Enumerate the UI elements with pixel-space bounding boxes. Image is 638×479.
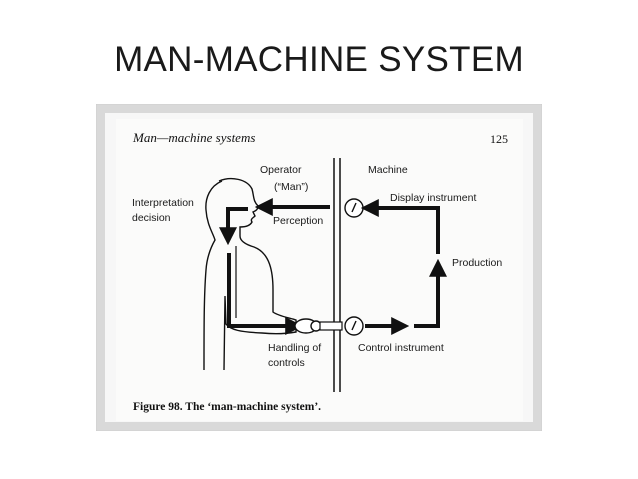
label-decision: decision <box>132 212 171 224</box>
label-man: (“Man”) <box>274 181 308 193</box>
label-production: Production <box>452 257 502 269</box>
slide-title: MAN-MACHINE SYSTEM <box>114 40 524 79</box>
label-display-instrument: Display instrument <box>390 192 476 204</box>
label-controls: controls <box>268 357 305 369</box>
operator-silhouette-back <box>203 180 223 371</box>
control-dial-needle <box>351 320 357 331</box>
decision-arrow <box>219 207 248 246</box>
display-dial-needle <box>351 202 357 213</box>
figure-header-title: Man—machine systems <box>132 130 255 145</box>
figure-page <box>116 119 523 421</box>
figure-page-number: 125 <box>490 132 508 146</box>
label-machine: Machine <box>368 164 408 176</box>
display-arrow <box>360 199 440 254</box>
figure-caption: Figure 98. The ‘man-machine system’. <box>133 401 321 413</box>
label-control-instrument: Control instrument <box>358 342 444 354</box>
action-arrow <box>227 253 304 335</box>
control-shaft <box>319 321 343 331</box>
label-handling-of: Handling of <box>268 342 321 354</box>
label-operator: Operator <box>260 164 302 176</box>
label-interpretation: Interpretation <box>132 197 194 209</box>
production-arrow <box>414 258 447 328</box>
label-perception: Perception <box>273 215 323 227</box>
